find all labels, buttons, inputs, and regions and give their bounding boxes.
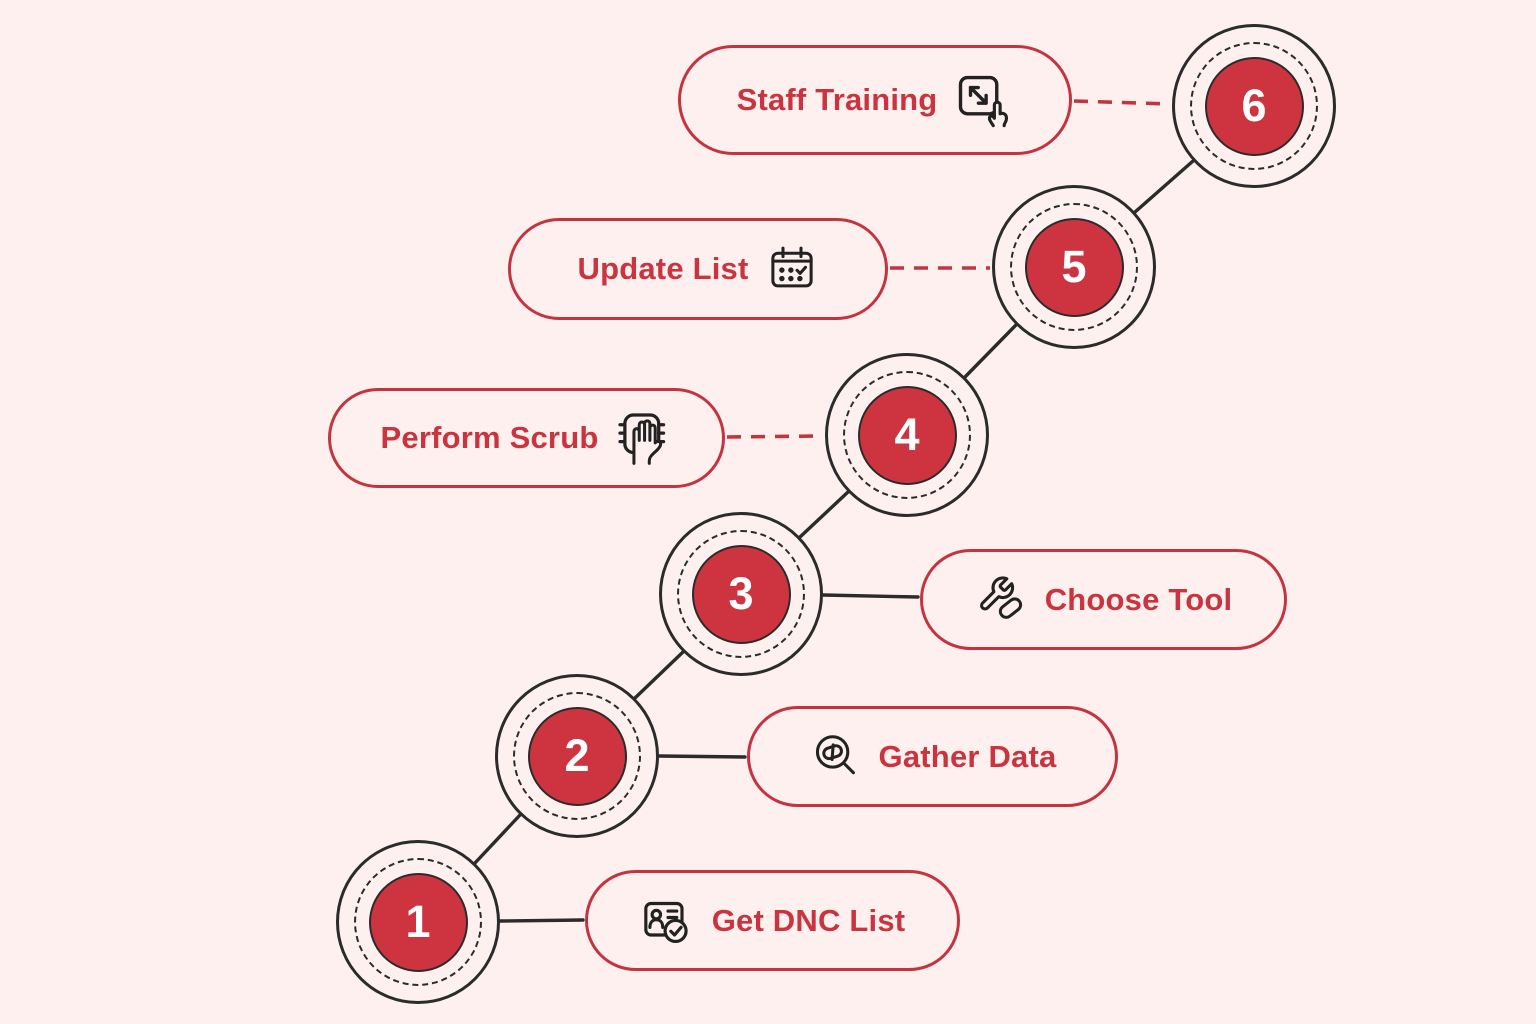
- step-pill-choose-tool: Choose Tool: [920, 549, 1287, 650]
- step-label: Staff Training: [736, 82, 938, 117]
- dashed-ring: 3: [677, 530, 805, 658]
- step-pill-update-list: Update List: [508, 218, 888, 320]
- step-pill-perform-scrub: Perform Scrub: [328, 388, 725, 488]
- step-number: 6: [1241, 79, 1267, 131]
- step-label: Get DNC List: [711, 902, 906, 938]
- step-number: 4: [894, 408, 920, 460]
- dashed-ring: 5: [1010, 203, 1138, 331]
- step-pill-get-dnc-list: Get DNC List: [585, 870, 960, 971]
- step-circle-3: 3: [659, 512, 823, 676]
- step-circle-6: 6: [1172, 24, 1336, 188]
- step-circle-2: 2: [495, 674, 659, 838]
- step-label: Perform Scrub: [380, 420, 599, 455]
- step-circle-1: 1: [336, 840, 500, 1004]
- step-label: Update List: [577, 251, 749, 286]
- tools-icon: [979, 575, 1022, 619]
- step-number-disc: 6: [1204, 56, 1304, 156]
- interactive-training-icon: [959, 75, 1009, 128]
- step-number-disc: 2: [527, 706, 627, 806]
- connector-step2-step3: [633, 650, 685, 700]
- connector-step1-label: [498, 918, 585, 923]
- step-label: Gather Data: [878, 738, 1057, 774]
- connector-step2-label: [657, 754, 747, 759]
- step-circle-5: 5: [992, 185, 1156, 349]
- dashed-ring: 1: [354, 858, 482, 986]
- step-circle-4: 4: [825, 353, 989, 517]
- connector-step5-step6: [1133, 159, 1195, 214]
- step-number: 3: [728, 567, 754, 619]
- connector-step4-step5: [963, 323, 1018, 379]
- step-number-disc: 5: [1024, 217, 1124, 317]
- dashed-ring: 2: [513, 692, 641, 820]
- step-number: 2: [564, 729, 590, 781]
- connector-step3-step4: [798, 490, 850, 539]
- step-number-disc: 4: [857, 385, 957, 485]
- connector-step1-step2: [473, 813, 522, 865]
- step-number: 1: [405, 895, 431, 947]
- step-number-disc: 3: [691, 544, 791, 644]
- step-pill-gather-data: Gather Data: [747, 706, 1118, 807]
- id-card-check-icon: [643, 901, 688, 943]
- step-label: Choose Tool: [1044, 581, 1233, 617]
- magnifier-data-icon: [815, 734, 855, 774]
- calendar-check-icon: [770, 246, 813, 288]
- connector-step3-label: [821, 593, 920, 599]
- step-number: 5: [1061, 240, 1087, 292]
- step-number-disc: 1: [368, 872, 468, 972]
- dashed-ring: 4: [843, 371, 971, 499]
- connector-step4-label: [726, 434, 824, 439]
- scrub-hand-chip-icon: [618, 413, 666, 465]
- connector-step6-label: [1073, 99, 1171, 106]
- step-pill-staff-training: Staff Training: [678, 45, 1072, 155]
- dashed-ring: 6: [1190, 42, 1318, 170]
